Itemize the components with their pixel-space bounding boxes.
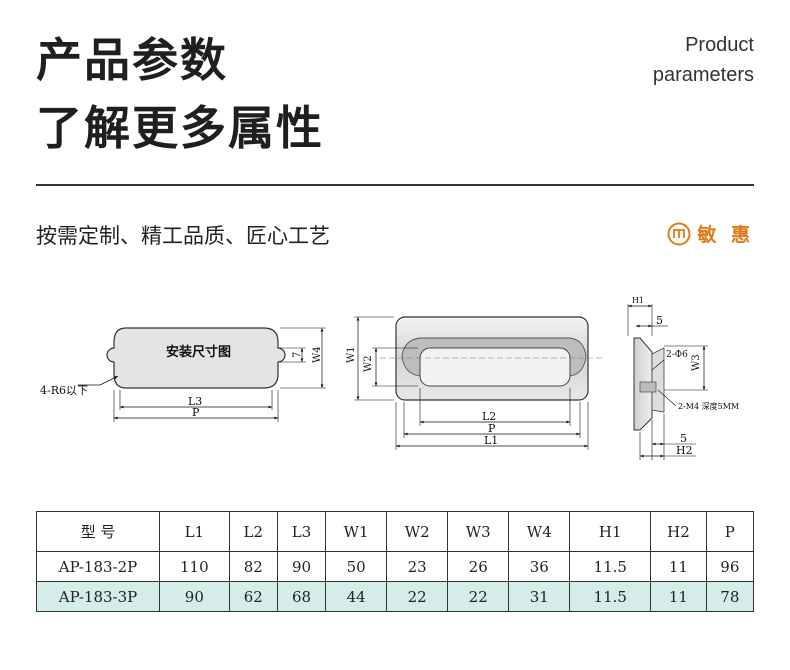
table-cell: 11.5 [569,551,652,582]
top-view-drawing: W1 W2 L2 P L1 [346,316,604,450]
table-cell: AP-183-2P [36,551,160,582]
side-hole-note: 2-Φ6 [666,350,688,360]
front-dim-7: 7 [292,352,303,358]
header-l3: L3 [276,511,327,552]
table-cell: AP-183-3P [36,581,160,612]
top-dim-l1: L1 [484,434,498,447]
table-cell: 110 [159,551,230,582]
header-h1: H1 [569,511,652,552]
side-dim-5-bottom: 5 [680,432,687,445]
table-cell: 23 [386,551,449,582]
table-cell: 31 [508,581,571,612]
technical-drawings: 安装尺寸图 4-R6以下 L3 P 7 W4 W1 [40,296,739,460]
front-dim-p: P [192,406,200,419]
english-subtitle-line1: Product [685,34,754,56]
side-dim-h1: H1 [632,296,644,305]
table-cell: 68 [276,581,327,612]
header-p: P [705,511,755,552]
brand-name: 敏 惠 [697,224,754,246]
front-dim-w4: W4 [312,346,323,363]
spec-table: 型 号 L1 L2 L3 W1 W2 W3 W4 H1 H2 P AP-183-… [36,511,755,612]
english-subtitle-line2: parameters [652,64,754,86]
table-cell: 50 [325,551,388,582]
header-w1: W1 [325,511,388,552]
header-w2: W2 [386,511,449,552]
table-row: AP-183-2P 110 82 90 50 23 26 36 11.5 11 … [36,551,755,582]
table-row-highlighted: AP-183-3P 90 62 68 44 22 22 31 11.5 11 7… [36,581,755,612]
table-cell: 11.5 [569,581,652,612]
table-cell: 22 [447,581,510,612]
table-cell: 22 [386,581,449,612]
side-dim-5-top: 5 [656,314,663,327]
page-title-line1: 产品参数 [36,33,228,87]
header-l2: L2 [228,511,278,552]
table-cell: 62 [228,581,278,612]
front-inner-label: 安装尺寸图 [166,344,231,360]
table-cell: 90 [159,581,230,612]
front-view-drawing: 安装尺寸图 4-R6以下 L3 P 7 W4 [40,327,326,422]
page-title-line2: 了解更多属性 [36,101,324,155]
spec-table-header-row: 型 号 L1 L2 L3 W1 W2 W3 W4 H1 H2 P [36,511,755,552]
side-dim-w3: W3 [691,354,702,371]
header-h2: H2 [650,511,707,552]
table-cell: 96 [705,551,755,582]
tagline: 按需定制、精工品质、匠心工艺 [36,224,330,248]
header-l1: L1 [159,511,230,552]
table-cell: 82 [228,551,278,582]
table-cell: 78 [705,581,755,612]
header-divider [36,184,754,186]
table-cell: 36 [508,551,571,582]
table-cell: 26 [447,551,510,582]
table-cell: 90 [276,551,327,582]
top-dim-l2: L2 [482,410,496,423]
side-thread-note: 2-M4 深度5MM [678,401,739,411]
header-w4: W4 [508,511,571,552]
top-dim-p: P [488,422,496,435]
top-dim-w2: W2 [363,355,374,372]
brand-mark: 敏 惠 [667,220,754,247]
side-view-drawing: H1 5 2-Φ6 W3 2-M4 深度5MM 5 H2 [627,296,739,460]
table-cell: 44 [325,581,388,612]
table-cell: 11 [650,581,707,612]
english-subtitle: Product parameters [653,30,754,90]
side-dim-h2: H2 [676,444,693,457]
top-dim-w1: W1 [346,346,357,363]
table-cell: 11 [650,551,707,582]
header-model: 型 号 [36,511,160,552]
header-w3: W3 [447,511,510,552]
front-dim-l3: L3 [188,395,202,408]
front-radius-note: 4-R6以下 [40,384,88,397]
brand-logo-icon [667,222,691,245]
